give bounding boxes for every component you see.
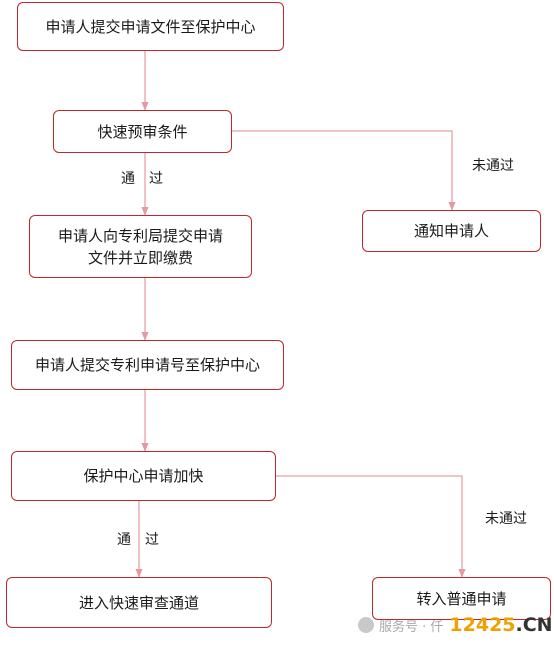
arrow-expedite-to-normal — [276, 475, 466, 578]
node-notify-applicant-label: 通知申请人 — [413, 222, 489, 240]
node-enter-fast-track-label: 进入快速审查通道 — [78, 593, 199, 612]
edge-label-passed-2: 通 过 — [117, 532, 159, 548]
node-convert-to-normal-label: 转入普通申请 — [416, 589, 507, 608]
node-submit-to-patent-office-line-2: 文件并立即缴费 — [87, 248, 193, 267]
wechat-icon — [358, 617, 374, 633]
node-quick-precheck-label: 快速预审条件 — [97, 122, 188, 141]
watermark-dot: . — [515, 614, 523, 636]
watermark: 服务号 · 仟 12425 . CN — [358, 610, 554, 640]
node-submit-number-to-center: 申请人提交专利申请号至保护中心 — [11, 340, 284, 390]
node-submit-to-center: 申请人提交申请文件至保护中心 — [17, 2, 284, 51]
edge-label-passed-1: 通 过 — [121, 171, 163, 187]
node-submit-to-center-label: 申请人提交申请文件至保护中心 — [45, 17, 256, 36]
node-center-expedite-label: 保护中心申请加快 — [83, 467, 204, 485]
node-convert-to-normal: 转入普通申请 — [372, 577, 551, 620]
arrow-precheck-to-notify — [232, 130, 456, 211]
node-quick-precheck: 快速预审条件 — [53, 110, 232, 153]
node-submit-to-patent-office-line-1: 申请人向专利局提交申请 — [57, 226, 223, 245]
node-submit-to-patent-office: 申请人向专利局提交申请 文件并立即缴费 — [29, 215, 252, 278]
watermark-suffix: CN — [522, 614, 553, 636]
node-center-expedite: 保护中心申请加快 — [11, 451, 276, 501]
node-submit-number-to-center-label: 申请人提交专利申请号至保护中心 — [34, 356, 260, 374]
edge-label-failed-1: 未通过 — [472, 158, 514, 174]
edge-label-failed-2: 未通过 — [485, 511, 527, 527]
node-notify-applicant: 通知申请人 — [362, 210, 541, 252]
watermark-number: 12425 — [449, 614, 516, 636]
watermark-prefix: 服务号 · 仟 — [379, 619, 444, 635]
node-enter-fast-track: 进入快速审查通道 — [6, 577, 272, 628]
